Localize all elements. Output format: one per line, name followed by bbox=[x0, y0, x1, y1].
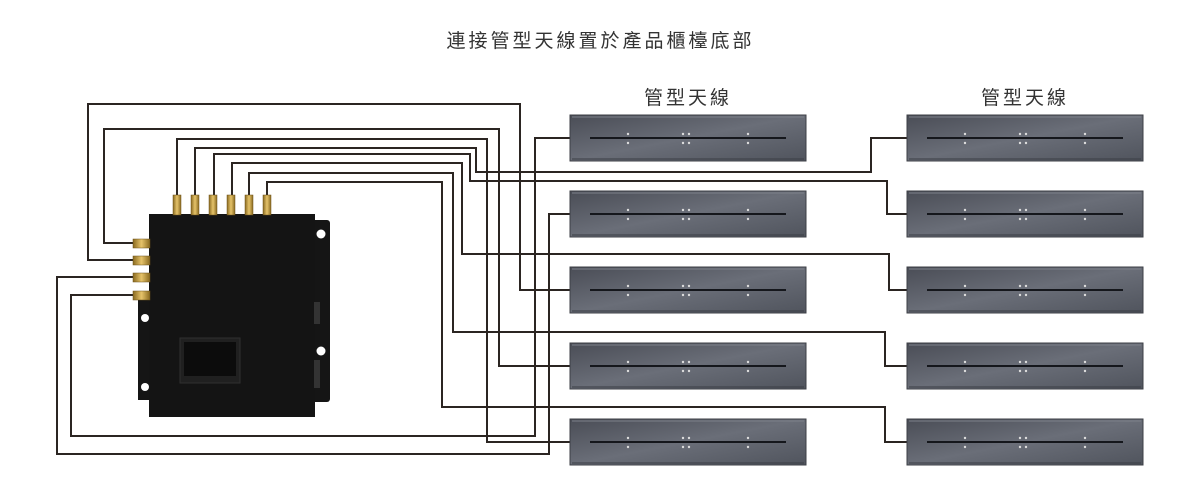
sma-connector-top bbox=[262, 194, 272, 216]
mount-hole bbox=[316, 229, 326, 239]
tube-antenna-panel bbox=[569, 266, 807, 314]
reader-display bbox=[184, 342, 236, 376]
antenna-column-label-left: 管型天線 bbox=[643, 87, 732, 109]
antenna-cable bbox=[194, 137, 907, 200]
sma-connector-top bbox=[226, 194, 236, 216]
sma-connector-side bbox=[132, 238, 151, 249]
reader-body bbox=[149, 214, 315, 417]
reader-side-port bbox=[314, 302, 320, 324]
antenna-cable bbox=[70, 137, 570, 437]
diagram-title: 連接管型天線置於產品櫃檯底部 bbox=[446, 30, 755, 52]
tube-antenna-panel bbox=[569, 190, 807, 238]
tube-antenna-panel bbox=[906, 190, 1144, 238]
mount-hole bbox=[316, 346, 326, 356]
sma-connector-top bbox=[208, 194, 218, 216]
sma-connector-side bbox=[132, 255, 151, 266]
sma-connector-top bbox=[172, 194, 182, 216]
antenna-column-label-right: 管型天線 bbox=[980, 87, 1069, 109]
tube-antenna-panel bbox=[569, 342, 807, 390]
reader-flange-right bbox=[312, 220, 330, 402]
sma-connector-top bbox=[190, 194, 200, 216]
tube-antenna-panel bbox=[569, 114, 807, 162]
tube-antenna-panel bbox=[906, 418, 1144, 466]
tube-antenna-panel bbox=[906, 342, 1144, 390]
antenna-cable bbox=[248, 172, 907, 367]
reader-flange-left bbox=[138, 300, 152, 400]
antenna-cable bbox=[56, 213, 570, 455]
sma-connector-top bbox=[244, 194, 254, 216]
antenna-cable bbox=[266, 181, 907, 443]
antenna-cable bbox=[231, 162, 907, 291]
tube-antenna-panel bbox=[906, 114, 1144, 162]
tube-antenna-panel bbox=[569, 418, 807, 466]
antenna-cable bbox=[213, 153, 907, 215]
sma-connector-side bbox=[132, 272, 151, 283]
mount-hole bbox=[141, 383, 149, 391]
antenna-cable bbox=[176, 138, 570, 443]
reader-side-port bbox=[314, 360, 320, 388]
tube-antenna-panel bbox=[906, 266, 1144, 314]
antenna-cable bbox=[103, 128, 570, 367]
antenna-cable bbox=[87, 103, 570, 291]
rfid-reader bbox=[138, 214, 330, 417]
sma-connector-side bbox=[132, 290, 151, 301]
mount-hole bbox=[141, 314, 149, 322]
